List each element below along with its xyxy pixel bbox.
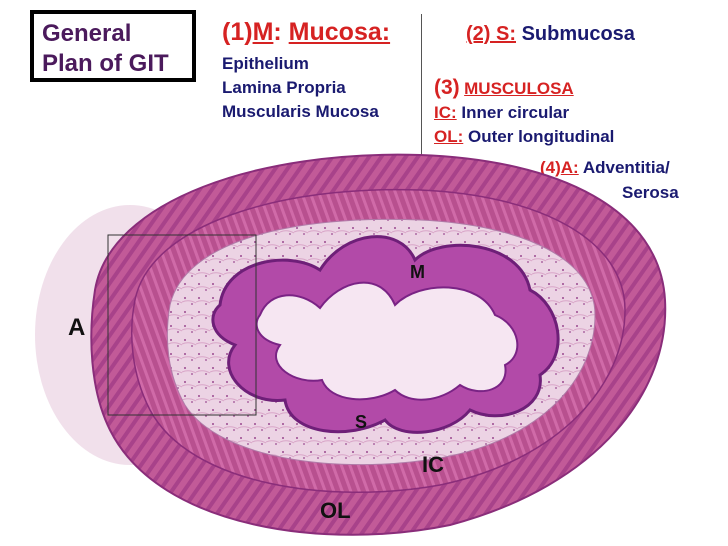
mucosa-letter: M: [252, 18, 274, 46]
mucosa-heading: (1)M: Mucosa:: [222, 18, 390, 47]
outer-longitudinal-name: Outer longitudinal: [468, 127, 615, 146]
musculosa-number: (3): [434, 76, 460, 99]
mucosa-layer-lamina-propria: Lamina Propria: [222, 78, 346, 97]
serosa-label: Serosa: [622, 183, 679, 202]
label-submucosa: S: [355, 412, 367, 432]
submucosa-name: Submucosa: [521, 23, 635, 45]
submucosa-heading: (2) S: Submucosa: [466, 23, 635, 46]
mucosa-number: (1): [222, 18, 253, 46]
histology-section-image: A M S IC OL: [35, 153, 667, 536]
mucosa-layer-list: Epithelium Lamina Propria Muscularis Muc…: [222, 52, 379, 124]
title-line-2: Plan of GIT: [42, 50, 169, 77]
adventitia-prefix: (4): [540, 158, 561, 177]
title-line-1: General: [42, 20, 132, 47]
inset-frame: [107, 234, 257, 416]
lumen: [255, 281, 519, 401]
outer-longitudinal-abbr: OL:: [434, 127, 464, 146]
adventitia-heading: (4)A: Adventitia/: [540, 158, 670, 178]
musculosa-heading: (3) MUSCULOSA: [434, 76, 574, 100]
mucosa-layer-epithelium: Epithelium: [222, 54, 309, 73]
vertical-divider: [421, 14, 422, 164]
label-outer-longitudinal: OL: [320, 498, 351, 523]
inner-circular-line: IC: Inner circular: [434, 103, 569, 123]
inner-circular-abbr: IC:: [434, 103, 457, 122]
adventitia-name: Adventitia/: [582, 158, 670, 177]
inner-circular-name: Inner circular: [461, 103, 570, 122]
mucosa-label: Mucosa:: [288, 18, 391, 46]
label-inner-circular: IC: [422, 452, 444, 477]
mucosa-colon: :: [273, 18, 282, 46]
mucosa-layer-muscularis-mucosa: Muscularis Mucosa: [222, 102, 379, 121]
outer-longitudinal-line: OL: Outer longitudinal: [434, 127, 614, 147]
label-adventitia: A: [68, 314, 85, 341]
adventitia-abbr: A:: [560, 158, 579, 177]
submucosa-prefix: (2) S:: [466, 23, 516, 45]
musculosa-label: MUSCULOSA: [464, 79, 574, 98]
label-mucosa: M: [410, 262, 425, 282]
title-box: General Plan of GIT: [30, 10, 196, 82]
